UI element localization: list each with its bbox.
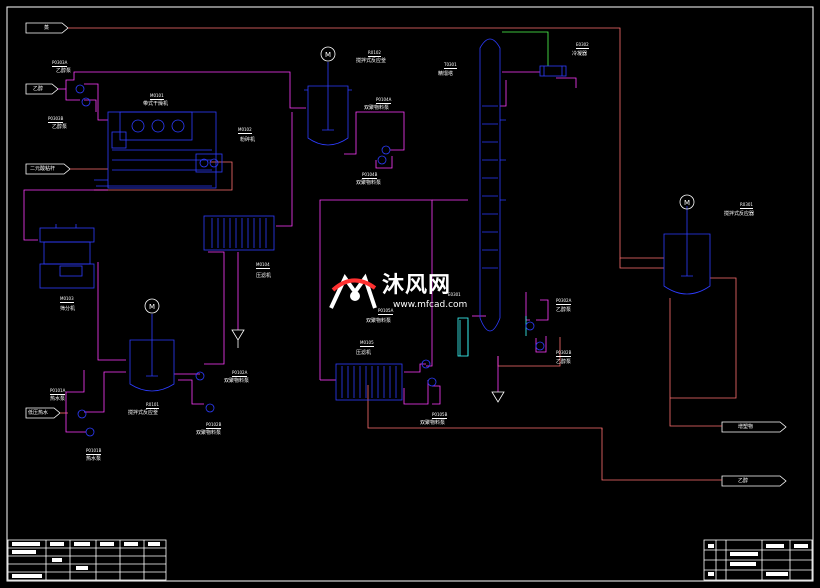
condenser	[539, 65, 567, 77]
drawing-border	[6, 6, 814, 582]
name-p0101b: 热水泵	[86, 456, 102, 462]
name-r0101: 搅拌式反应釜	[128, 410, 159, 416]
title-block-fill	[12, 542, 808, 578]
watermark-url: www.mfcad.com	[393, 300, 468, 310]
name-p0105a: 双聚物料泵	[366, 318, 392, 324]
tag-p0101b: P0101B	[86, 448, 102, 455]
filter-press-1	[203, 215, 275, 251]
title-block-left	[7, 539, 167, 581]
name-p0303b: 乙醇泵	[52, 124, 68, 130]
svg-text:M: M	[684, 199, 690, 207]
name-p0302a: 乙醇泵	[556, 307, 572, 313]
watermark-logo	[329, 273, 377, 309]
filter-press-2	[335, 363, 403, 401]
name-p0104a: 双聚物料泵	[364, 105, 390, 111]
name-p0102b: 双聚物料泵	[196, 430, 222, 436]
terminal-label-water: 低压热水	[28, 410, 49, 416]
name-p0104b: 双聚物料泵	[356, 180, 382, 186]
tag-p0303b: P0303B	[48, 116, 64, 123]
aux-lines	[459, 316, 527, 356]
dryer-unit	[94, 111, 217, 189]
tag-p0104a: P0104A	[376, 97, 392, 104]
name-r0102: 搅拌式反应釜	[356, 58, 387, 64]
reactor-r0101	[129, 314, 175, 392]
tag-r0101: R0101	[146, 402, 159, 409]
name-p0303a: 乙醇泵	[56, 68, 72, 74]
name-p0105b: 双聚物料泵	[420, 420, 446, 426]
name-filter2: 压滤机	[356, 350, 372, 356]
steam-line	[502, 31, 549, 66]
tag-p0105a: P0105A	[378, 308, 394, 315]
crusher-unit	[195, 153, 223, 173]
tag-p0302a: P0302A	[556, 298, 572, 305]
title-block-right	[703, 539, 813, 581]
name-filter1: 压滤机	[256, 273, 272, 279]
process-lines	[23, 71, 577, 433]
tag-filter2: M0105	[360, 340, 374, 347]
sieve-unit	[39, 224, 95, 289]
reactor-r0102	[304, 62, 352, 146]
tag-crusher: M0102	[238, 127, 252, 134]
name-p0101a: 热水泵	[50, 396, 66, 402]
tag-p0102a: P0102A	[232, 370, 248, 377]
name-dryer: 带式干燥机	[143, 101, 169, 107]
terminal-product-out	[721, 421, 787, 433]
tag-reboiler: E0301	[448, 292, 461, 297]
tag-p0105b: P0105B	[432, 412, 448, 419]
tag-p0101a: P0101A	[50, 388, 66, 395]
tag-filter1: M0104	[256, 262, 270, 269]
name-r0301: 搅拌式反应器	[724, 211, 755, 217]
drain-symbols	[231, 329, 505, 403]
watermark-brand: 沐风网	[382, 273, 452, 298]
pump-symbols	[75, 84, 545, 437]
tag-p0102b: P0102B	[206, 422, 222, 429]
name-p0102a: 双聚物料泵	[224, 378, 250, 384]
tag-p0104b: P0104B	[362, 172, 378, 179]
terminal-ethanol-in	[25, 83, 59, 95]
svg-text:M: M	[325, 51, 331, 59]
name-p0302b: 乙醇泵	[556, 359, 572, 365]
reactor-r0301	[663, 206, 711, 295]
svg-text:M: M	[149, 303, 155, 311]
motor-symbols	[144, 46, 695, 314]
terminal-ethanol-out	[721, 475, 787, 487]
tag-mixer: M0103	[60, 296, 74, 303]
tag-p0303a: P0303A	[52, 60, 68, 67]
name-crusher: 粉碎机	[240, 137, 256, 143]
terminal-steam	[25, 22, 69, 34]
motor-letters: M M M	[149, 51, 690, 311]
terminal-label-steam: 蒸	[44, 25, 50, 31]
tag-condenser: E0302	[576, 42, 589, 49]
utility-lines	[60, 27, 737, 481]
tag-r0301: R0301	[740, 202, 753, 209]
terminal-label-diacid: 二元酸粘杆	[30, 166, 56, 172]
name-mixer: 筛分机	[60, 306, 76, 312]
tag-p0302b: P0302B	[556, 350, 572, 357]
tag-tower: T0301	[444, 62, 457, 69]
name-tower: 精馏塔	[438, 71, 454, 77]
terminal-diacid-in	[25, 163, 71, 175]
tag-dryer: M0101	[150, 93, 164, 100]
terminal-label-ethanol-in: 乙醇	[33, 86, 44, 92]
distillation-tower	[479, 38, 506, 332]
terminal-water-in	[25, 407, 61, 419]
terminal-label-ethanol-out: 乙醇	[738, 478, 749, 484]
tag-r0102: R0102	[368, 50, 381, 57]
reboiler	[457, 317, 469, 357]
name-condenser: 冷凝器	[572, 51, 588, 57]
terminal-label-product: 增塑物	[738, 424, 754, 430]
